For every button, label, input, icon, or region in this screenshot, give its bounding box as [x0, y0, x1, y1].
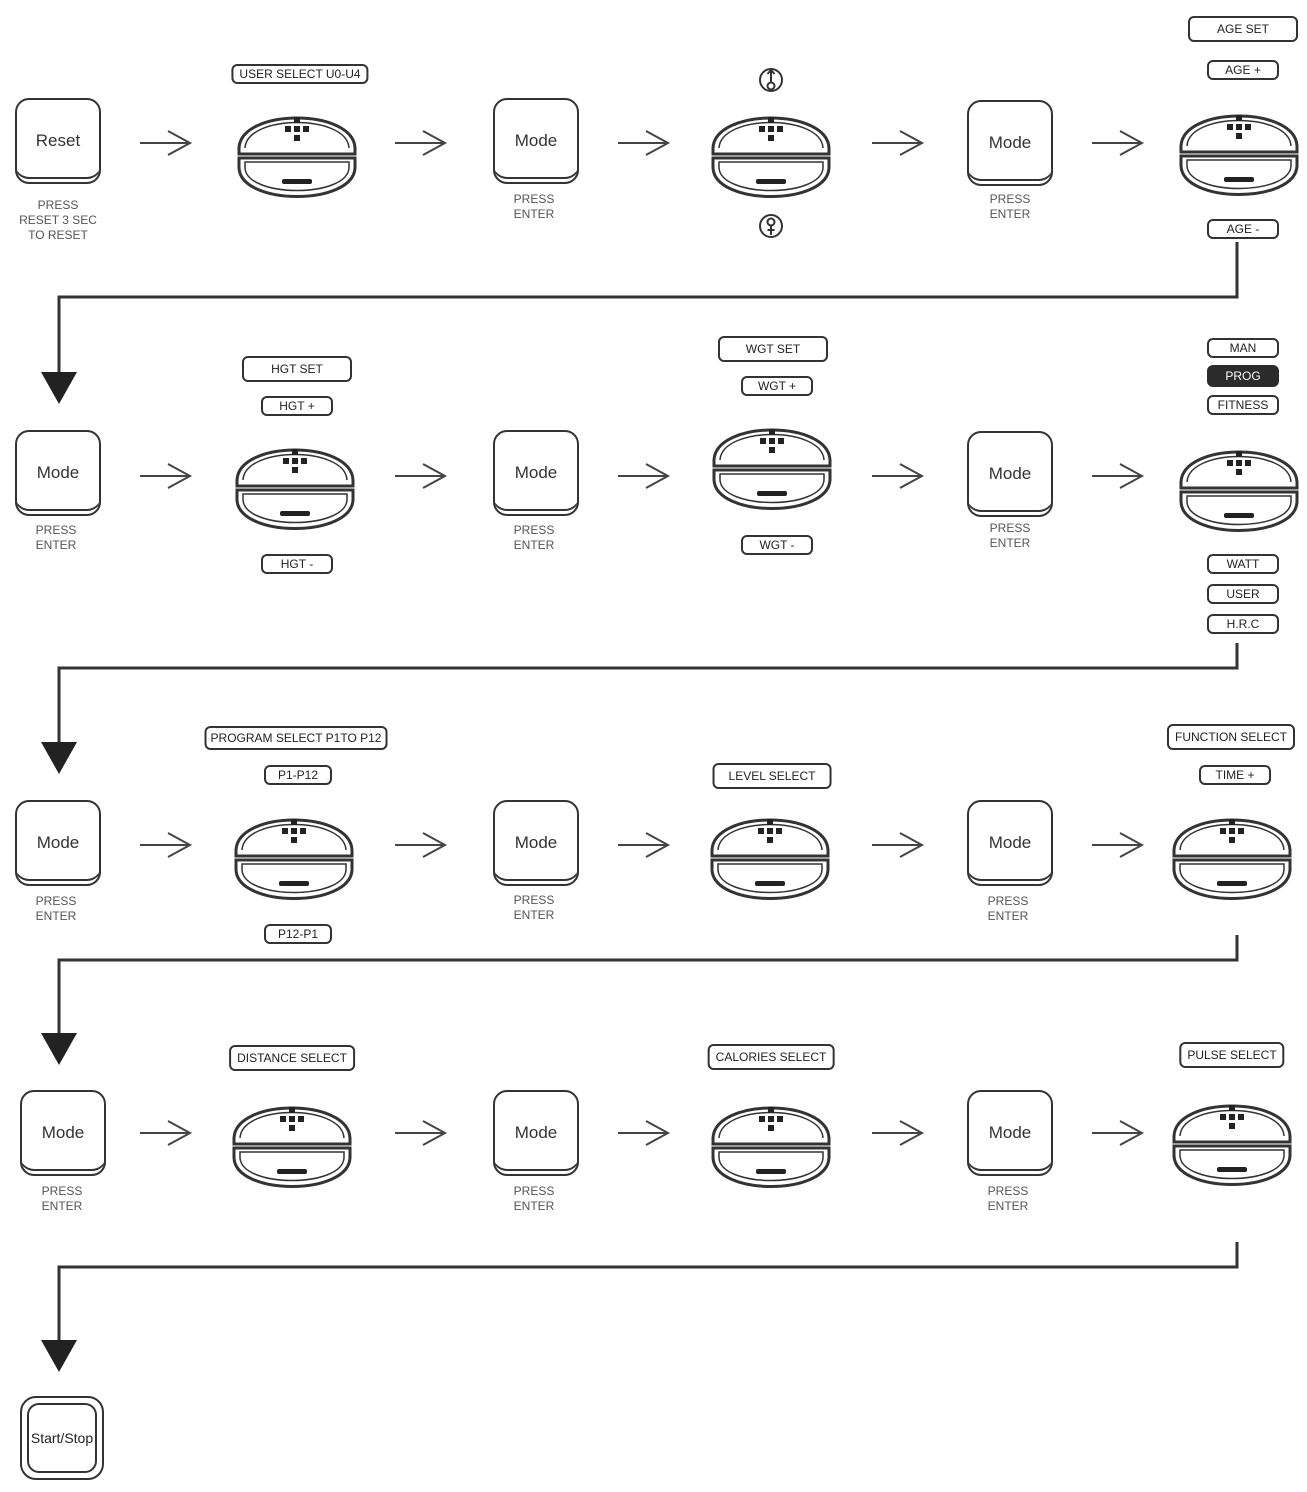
- mode-button[interactable]: Mode: [493, 430, 579, 516]
- reset-button-label: Reset: [35, 131, 81, 150]
- flow-arrow: [395, 832, 448, 858]
- start-stop-button-face: Start/Stop: [27, 1403, 97, 1473]
- p-minus-label: P12-P1: [264, 924, 332, 944]
- mode-button[interactable]: Mode: [967, 100, 1053, 186]
- program-hrc-label: H.R.C: [1207, 614, 1279, 634]
- flow-arrow: [395, 463, 448, 489]
- wgt-plus-minus-button[interactable]: [710, 410, 834, 522]
- row-connector-line: [57, 242, 1239, 372]
- pulse-plus-minus-button[interactable]: [1170, 1086, 1294, 1198]
- p-plus-label: P1-P12: [264, 765, 332, 785]
- mode-button[interactable]: Mode: [967, 431, 1053, 517]
- hgt-set-label: HGT SET: [242, 356, 352, 382]
- flow-arrow: [395, 130, 448, 156]
- flow-arrow: [1092, 832, 1145, 858]
- calories-plus-minus-button[interactable]: [709, 1088, 833, 1200]
- age-set-label: AGE SET: [1188, 16, 1298, 42]
- level-select-label: LEVEL SELECT: [712, 763, 832, 789]
- flow-arrow: [140, 130, 193, 156]
- flow-arrow: [395, 1120, 448, 1146]
- row-connectors: [41, 242, 1239, 1372]
- flow-arrow: [140, 832, 193, 858]
- age-minus-label: AGE -: [1207, 219, 1279, 239]
- pulse-select-label: PULSE SELECT: [1179, 1042, 1285, 1068]
- age-plus-label: AGE +: [1207, 60, 1279, 80]
- mode-button[interactable]: Mode: [15, 800, 101, 886]
- start-stop-button[interactable]: Start/Stop: [20, 1396, 104, 1480]
- flow-arrow: [1092, 1120, 1145, 1146]
- female-symbol-icon: [759, 214, 783, 238]
- distance-plus-minus-button[interactable]: [230, 1088, 354, 1200]
- hgt-minus-label: HGT -: [261, 554, 333, 574]
- flow-arrow: [618, 832, 671, 858]
- level-plus-minus-button[interactable]: [708, 800, 832, 912]
- flow-arrow: [1092, 463, 1145, 489]
- flow-arrow: [872, 463, 925, 489]
- row-connector-line: [57, 935, 1239, 1033]
- reset-button[interactable]: Reset: [15, 98, 101, 184]
- age-plus-minus-button[interactable]: [1177, 96, 1301, 208]
- gender-plus-minus-button[interactable]: [709, 98, 833, 210]
- male-symbol-icon: [759, 68, 783, 92]
- user-select-label: USER SELECT U0-U4: [231, 64, 369, 84]
- p-plus-minus-button[interactable]: [232, 800, 356, 912]
- wgt-plus-label: WGT +: [741, 376, 813, 396]
- mode-button[interactable]: Mode: [967, 1090, 1053, 1176]
- flow-arrow: [618, 463, 671, 489]
- row-connector-arrowhead: [41, 1340, 77, 1372]
- mode-button[interactable]: Mode: [20, 1090, 106, 1176]
- program-prog-label: PROG: [1207, 365, 1279, 387]
- mode-button[interactable]: Mode: [967, 800, 1053, 886]
- program-watt-label: WATT: [1207, 554, 1279, 574]
- flow-arrow: [872, 832, 925, 858]
- function-select-label: FUNCTION SELECT: [1166, 724, 1296, 750]
- row-connector-arrowhead: [41, 372, 77, 404]
- mode-button[interactable]: Mode: [15, 430, 101, 516]
- flow-arrow: [618, 130, 671, 156]
- flow-arrow: [140, 463, 193, 489]
- wgt-set-label: WGT SET: [718, 336, 828, 362]
- program-select-label: PROGRAM SELECT P1TO P12: [204, 726, 388, 750]
- row-connector-line: [57, 643, 1239, 742]
- row-connector-arrowhead: [41, 1033, 77, 1065]
- hgt-plus-minus-button[interactable]: [233, 430, 357, 542]
- function-plus-minus-button[interactable]: [1170, 800, 1294, 912]
- program-user-label: USER: [1207, 584, 1279, 604]
- distance-select-label: DISTANCE SELECT: [229, 1045, 355, 1071]
- calories-select-label: CALORIES SELECT: [707, 1044, 835, 1070]
- flow-arrow: [1092, 130, 1145, 156]
- flow-arrow: [618, 1120, 671, 1146]
- hgt-plus-label: HGT +: [261, 396, 333, 416]
- row-connector-line: [57, 1242, 1239, 1340]
- program-man-label: MAN: [1207, 338, 1279, 358]
- flow-arrow: [872, 1120, 925, 1146]
- row-connector-arrowhead: [41, 742, 77, 774]
- wgt-minus-label: WGT -: [741, 535, 813, 555]
- mode-button[interactable]: Mode: [493, 1090, 579, 1176]
- program-plus-minus-button[interactable]: [1177, 432, 1301, 544]
- time-plus-label: TIME +: [1199, 765, 1271, 785]
- mode-button[interactable]: Mode: [493, 800, 579, 886]
- mode-button[interactable]: Mode: [493, 98, 579, 184]
- flow-arrows: [140, 130, 1145, 1146]
- flow-arrow: [872, 130, 925, 156]
- program-fitness-label: FITNESS: [1207, 395, 1279, 415]
- user-plus-minus-button[interactable]: [235, 98, 359, 210]
- flow-arrow: [140, 1120, 193, 1146]
